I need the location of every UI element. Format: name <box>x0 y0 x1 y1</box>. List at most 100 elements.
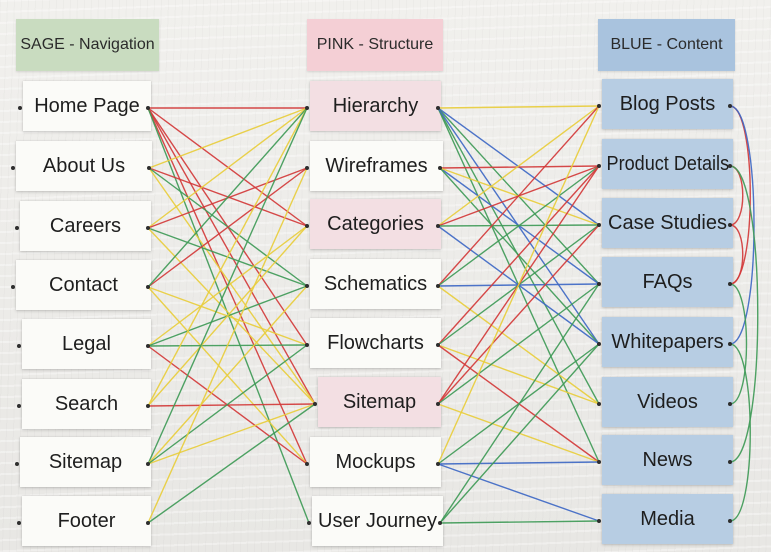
card-label: Contact <box>49 273 118 296</box>
card-footer[interactable]: Footer <box>22 496 151 546</box>
string-structure-to-content <box>437 285 600 405</box>
string-structure-to-content <box>437 105 600 465</box>
string-structure-to-content <box>437 105 600 287</box>
string-nav-to-structure <box>147 107 308 229</box>
string-nav-to-structure <box>147 227 316 405</box>
pin-right <box>728 460 732 464</box>
card-hierarchy[interactable]: Hierarchy <box>310 81 441 131</box>
pin-left <box>305 284 309 288</box>
card-faqs[interactable]: FAQs <box>602 257 733 307</box>
card-search[interactable]: Search <box>22 379 151 429</box>
string-nav-to-structure <box>147 225 308 407</box>
card-label: Search <box>54 392 119 415</box>
string-structure-to-content <box>437 165 600 346</box>
pin-left <box>305 224 309 228</box>
card-sitemap-navigation[interactable]: Sitemap <box>20 437 151 487</box>
header-sage-navigation: SAGE - Navigation <box>16 19 159 71</box>
string-structure-to-content <box>437 224 600 227</box>
pin-right <box>728 164 732 168</box>
string-structure-to-content <box>439 167 600 285</box>
pin-left <box>15 226 19 230</box>
card-label: Case Studies <box>608 211 727 234</box>
string-structure-to-content <box>437 107 600 226</box>
card-label: Media <box>640 507 695 530</box>
card-contact[interactable]: Contact <box>16 260 151 310</box>
card-whitepapers[interactable]: Whitepapers <box>602 317 733 367</box>
string-nav-to-structure <box>147 227 308 287</box>
string-nav-to-structure <box>147 167 308 288</box>
card-media[interactable]: Media <box>602 494 733 544</box>
card-videos[interactable]: Videos <box>602 377 733 427</box>
card-label: Sitemap <box>48 450 123 473</box>
card-home-page[interactable]: Home Page <box>23 81 151 131</box>
string-nav-to-structure <box>147 286 308 346</box>
string-content-loop <box>729 165 759 463</box>
card-legal[interactable]: Legal <box>22 319 151 369</box>
string-structure-to-content <box>437 283 600 405</box>
pin-right <box>146 344 150 348</box>
card-flowcharts[interactable]: Flowcharts <box>310 318 441 368</box>
pin-left <box>305 106 309 110</box>
string-nav-to-structure <box>147 107 308 346</box>
string-nav-to-structure <box>147 286 308 465</box>
header-sage-label: SAGE - Navigation <box>20 36 155 53</box>
string-structure-to-content <box>437 343 600 465</box>
string-nav-to-structure <box>147 107 310 524</box>
card-product-details[interactable]: Product Details <box>602 139 733 189</box>
string-structure-to-content <box>437 463 600 522</box>
pin-right <box>147 166 151 170</box>
card-label: Careers <box>49 214 122 237</box>
card-label: Blog Posts <box>619 92 716 115</box>
pin-right <box>146 521 150 525</box>
pin-left <box>597 460 601 464</box>
string-structure-to-content <box>437 283 600 287</box>
card-label: User Journey <box>318 509 437 532</box>
pin-left <box>313 402 317 406</box>
string-nav-to-structure <box>147 344 308 465</box>
pin-right <box>728 342 732 346</box>
string-structure-to-content <box>439 167 600 345</box>
pin-left <box>597 104 601 108</box>
string-nav-to-structure <box>147 285 308 465</box>
pin-left <box>18 106 22 110</box>
string-structure-to-content <box>437 107 600 345</box>
pin-right <box>436 284 440 288</box>
string-nav-to-structure <box>148 107 308 169</box>
pin-left <box>597 519 601 523</box>
card-case-studies[interactable]: Case Studies <box>602 198 733 248</box>
string-structure-to-content <box>437 105 600 109</box>
string-structure-to-content <box>437 165 600 405</box>
header-pink-structure: PINK - Structure <box>307 19 443 71</box>
string-structure-to-content <box>437 107 600 405</box>
card-schematics[interactable]: Schematics <box>310 259 441 309</box>
string-nav-to-structure <box>148 167 316 405</box>
pin-left <box>11 166 15 170</box>
pin-right <box>436 462 440 466</box>
card-wireframes[interactable]: Wireframes <box>310 141 443 191</box>
card-careers[interactable]: Careers <box>20 201 151 251</box>
string-content-loop <box>729 343 751 522</box>
string-nav-to-structure <box>147 167 308 524</box>
string-structure-to-content <box>437 461 600 465</box>
pin-left <box>305 166 309 170</box>
header-blue-label: BLUE - Content <box>610 36 723 53</box>
card-user-journey[interactable]: User Journey <box>312 496 443 546</box>
card-mockups[interactable]: Mockups <box>310 437 441 487</box>
string-structure-to-content <box>437 224 600 346</box>
card-label: Wireframes <box>325 154 428 177</box>
card-label: Categories <box>327 212 424 235</box>
card-label: Product Details <box>606 152 729 175</box>
card-label: Sitemap <box>342 390 417 413</box>
string-structure-to-content <box>437 225 600 345</box>
pin-left <box>17 521 21 525</box>
string-nav-to-structure <box>147 403 316 465</box>
card-blog-posts[interactable]: Blog Posts <box>602 79 733 129</box>
card-sitemap-structure[interactable]: Sitemap <box>318 377 441 427</box>
card-categories[interactable]: Categories <box>310 199 441 249</box>
card-about-us[interactable]: About Us <box>16 141 152 191</box>
card-label: About Us <box>42 154 126 177</box>
card-news[interactable]: News <box>602 435 733 485</box>
string-nav-to-structure <box>147 285 308 347</box>
string-structure-to-content <box>437 344 600 405</box>
pin-right <box>436 224 440 228</box>
